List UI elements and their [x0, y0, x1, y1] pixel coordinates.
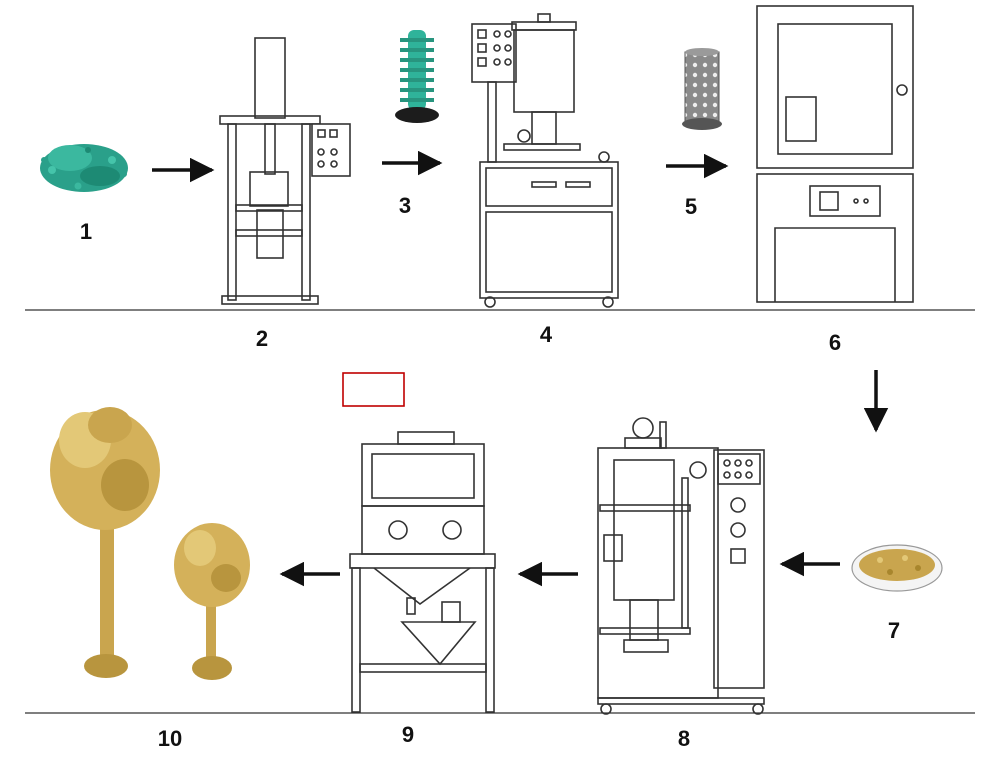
- annotation-box: [342, 372, 405, 407]
- step-label-6: 6: [829, 330, 841, 355]
- devesting-cabinet-icon: [349, 431, 496, 713]
- step-label-3: 3: [399, 193, 411, 218]
- injection-press-icon: [219, 37, 351, 305]
- arrows: [152, 150, 889, 587]
- vacuum-casting-machine-icon: [597, 417, 765, 715]
- resin-pellets-icon: [40, 144, 128, 192]
- step-label-10: 10: [158, 726, 182, 751]
- step-label-5: 5: [685, 194, 697, 219]
- step-label-4: 4: [540, 322, 553, 347]
- step-label-8: 8: [678, 726, 690, 751]
- wax-tree-pattern-icon: [395, 30, 439, 123]
- step-label-1: 1: [80, 219, 92, 244]
- perforated-flask-icon: [682, 48, 722, 130]
- step-label-2: 2: [256, 326, 268, 351]
- burnout-kiln-icon: [756, 5, 914, 303]
- step-label-7: 7: [888, 618, 900, 643]
- vacuum-investing-machine-icon: [471, 13, 619, 308]
- step-label-9: 9: [402, 722, 414, 747]
- cast-gold-trees-icon: [50, 407, 250, 680]
- gold-grain-dish-icon: [851, 544, 943, 592]
